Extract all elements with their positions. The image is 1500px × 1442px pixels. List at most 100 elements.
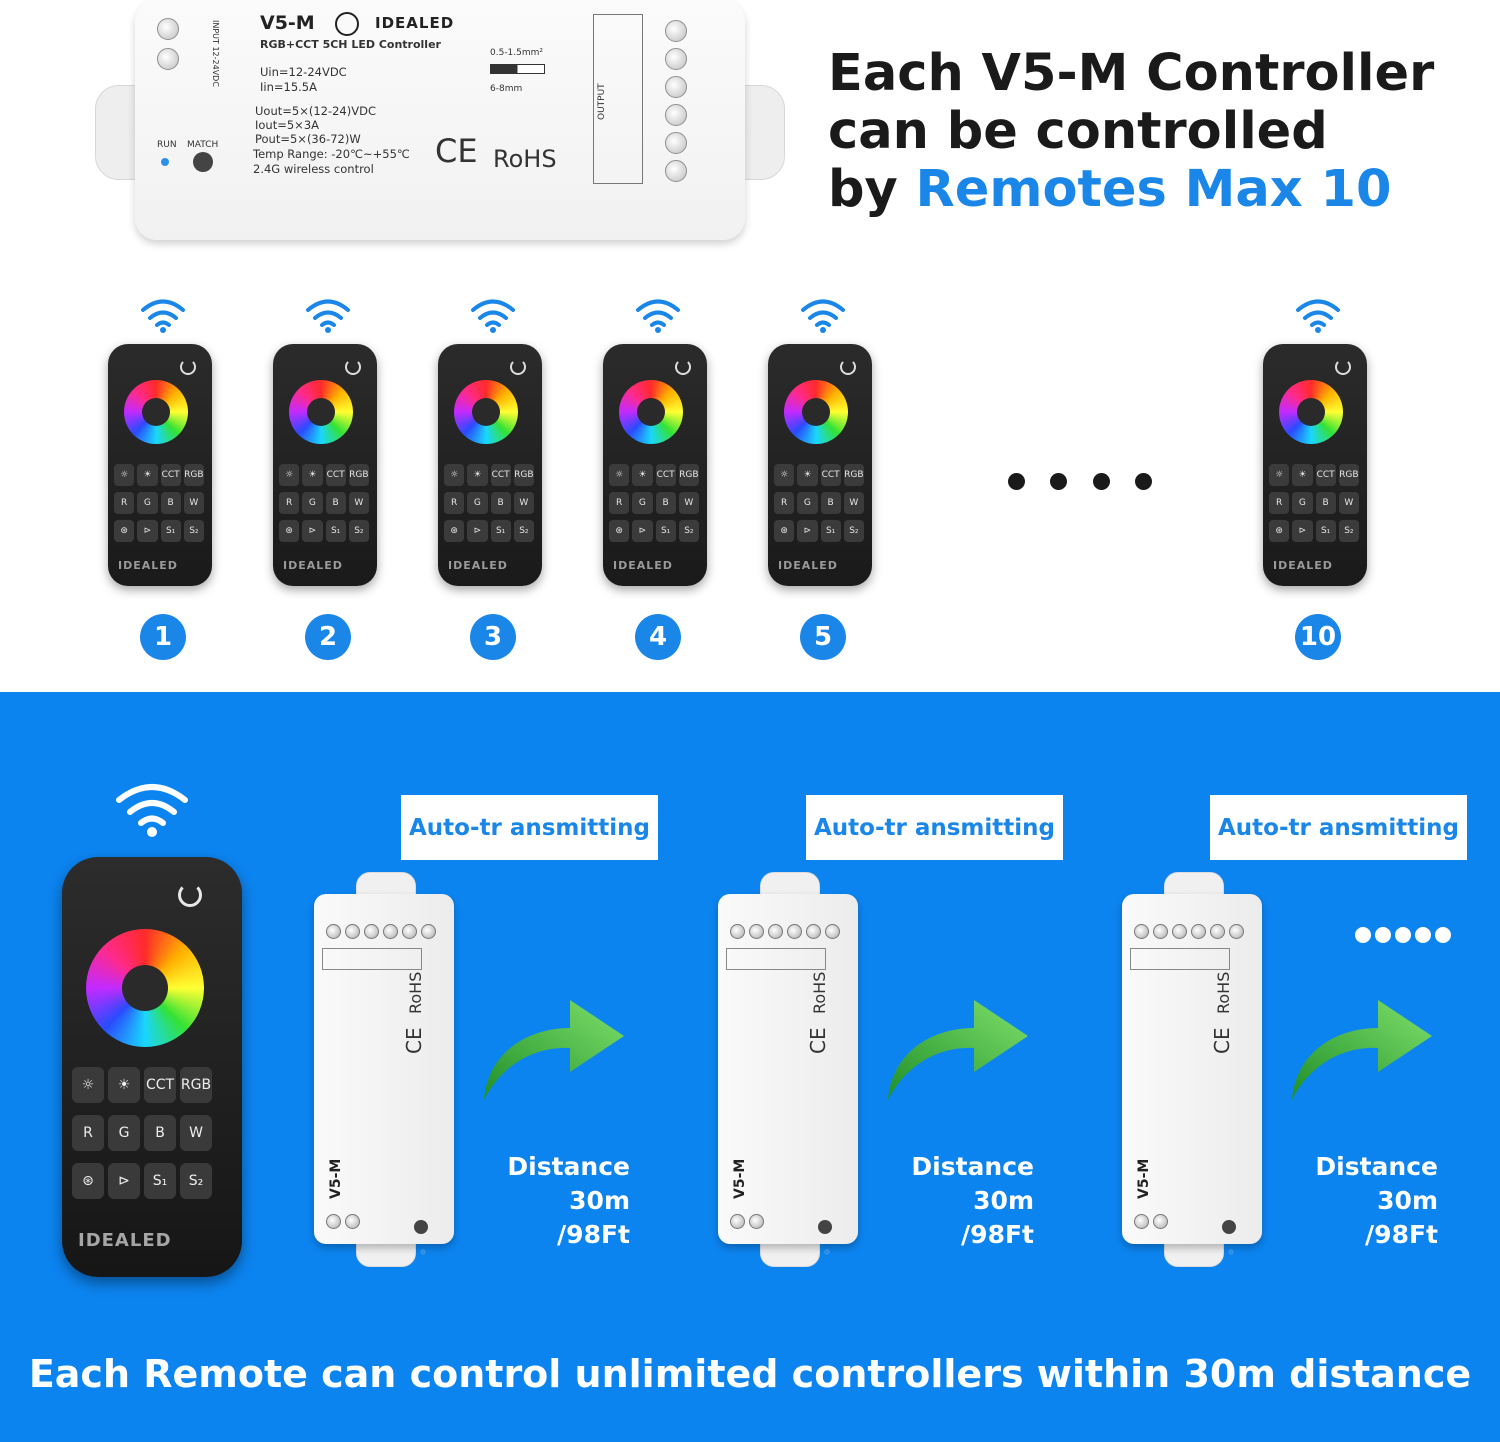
ce-mark: CE [402,1027,426,1054]
remote-logo: IDEALED [1273,559,1333,572]
rohs-mark: RoHS [810,971,829,1014]
rohs-mark: RoHS [406,971,425,1014]
ellipsis-dot [1093,473,1110,490]
green-arrow-icon [1292,1000,1432,1100]
color-wheel [86,929,204,1047]
remote-key: CCT [325,464,346,486]
remote-key: G [137,492,158,514]
power-icon [345,359,361,375]
top-controller-image: INPUT 12-24VDC V5-M IDEALED RGB+CCT 5CH … [95,0,785,250]
terminal-screw-icon [665,20,687,42]
match-button [1222,1220,1236,1234]
remote-key: ☀ [302,464,323,486]
remote-key: W [1338,492,1359,514]
terminal-screw-icon [665,160,687,182]
remote-number-badge: 2 [305,614,351,660]
remote-key: B [325,492,346,514]
remote-key: S₁ [490,520,511,542]
input-terminal-screws [326,1214,360,1229]
remote-key: S₁ [655,520,676,542]
remote-key: CCT [1315,464,1336,486]
match-button [193,152,213,172]
rohs-mark: RoHS [493,145,557,173]
terminal-screws [1134,924,1244,939]
remote-number-badge: 5 [800,614,846,660]
power-icon [675,359,691,375]
remote-number-badge: 4 [635,614,681,660]
spec-uout: Uout=5×(12-24)VDC [255,104,376,118]
remote-key: R [72,1115,104,1151]
remote-logo: IDEALED [778,559,838,572]
continuation-dots [1355,927,1455,947]
rohs-mark: RoHS [1214,971,1233,1014]
remote-key: B [490,492,511,514]
remote-key: ☀ [467,464,488,486]
remote-key: G [302,492,323,514]
continuation-dot [1415,927,1431,943]
remote-key: S₂ [678,520,699,542]
remote-key: CCT [144,1067,176,1103]
chained-controller: RoHS CE V5-M [1120,872,1268,1267]
ellipsis-dot [1008,473,1025,490]
power-icon [840,359,856,375]
distance-meters: Distance 30m [1315,1152,1438,1215]
remote-key: W [180,1115,212,1151]
remote-key: G [632,492,653,514]
wifi-signal-icon [1296,299,1340,333]
terminal-screw-icon [157,18,179,40]
remote-key: B [820,492,841,514]
controller-subtitle: RGB+CCT 5CH LED Controller [260,38,441,51]
remote-key: ☀ [108,1067,140,1103]
remote-key: B [144,1115,176,1151]
input-terminal-screws [1134,1214,1168,1229]
color-wheel [784,380,848,444]
remote-key: ⊛ [609,520,630,542]
continuation-dot [1355,927,1371,943]
wifi-signal-icon [636,299,680,333]
remote-key: B [1315,492,1336,514]
remote-key: R [774,492,795,514]
match-button [818,1220,832,1234]
wifi-signal-icon [116,784,188,837]
remote-key: CCT [490,464,511,486]
match-button [414,1220,428,1234]
color-wheel [289,380,353,444]
chained-controller: RoHS CE V5-M [312,872,460,1267]
controller-housing: RoHS CE V5-M [1122,894,1262,1255]
remote-key: S₂ [513,520,534,542]
remote-key: ☼ [444,464,465,486]
remote-logo: IDEALED [78,1230,172,1251]
remote-key: RGB [513,464,534,486]
auto-transmitting-label: Auto-tr ansmitting [401,795,658,860]
remote-key: RGB [843,464,864,486]
remote-logo: IDEALED [448,559,508,572]
ce-mark: CE [435,132,478,170]
remote-key: S₁ [820,520,841,542]
remote-key: B [655,492,676,514]
controller-model: V5-M [732,1158,748,1199]
remote-key: ☼ [72,1067,104,1103]
remote-key: S₂ [348,520,369,542]
remote-logo: IDEALED [118,559,178,572]
remote-key: RGB [180,1067,212,1103]
spec-iin: Iin=15.5A [260,80,317,94]
remote-key: R [114,492,135,514]
green-arrow-icon [888,1000,1028,1100]
power-icon [178,883,202,907]
remote-key: RGB [348,464,369,486]
distance-feet: /98Ft [1365,1220,1438,1249]
wire-size-label: 0.5-1.5mm² [490,48,544,58]
color-wheel [454,380,518,444]
remote-key: ⊛ [1269,520,1290,542]
remote-key: ⊳ [632,520,653,542]
